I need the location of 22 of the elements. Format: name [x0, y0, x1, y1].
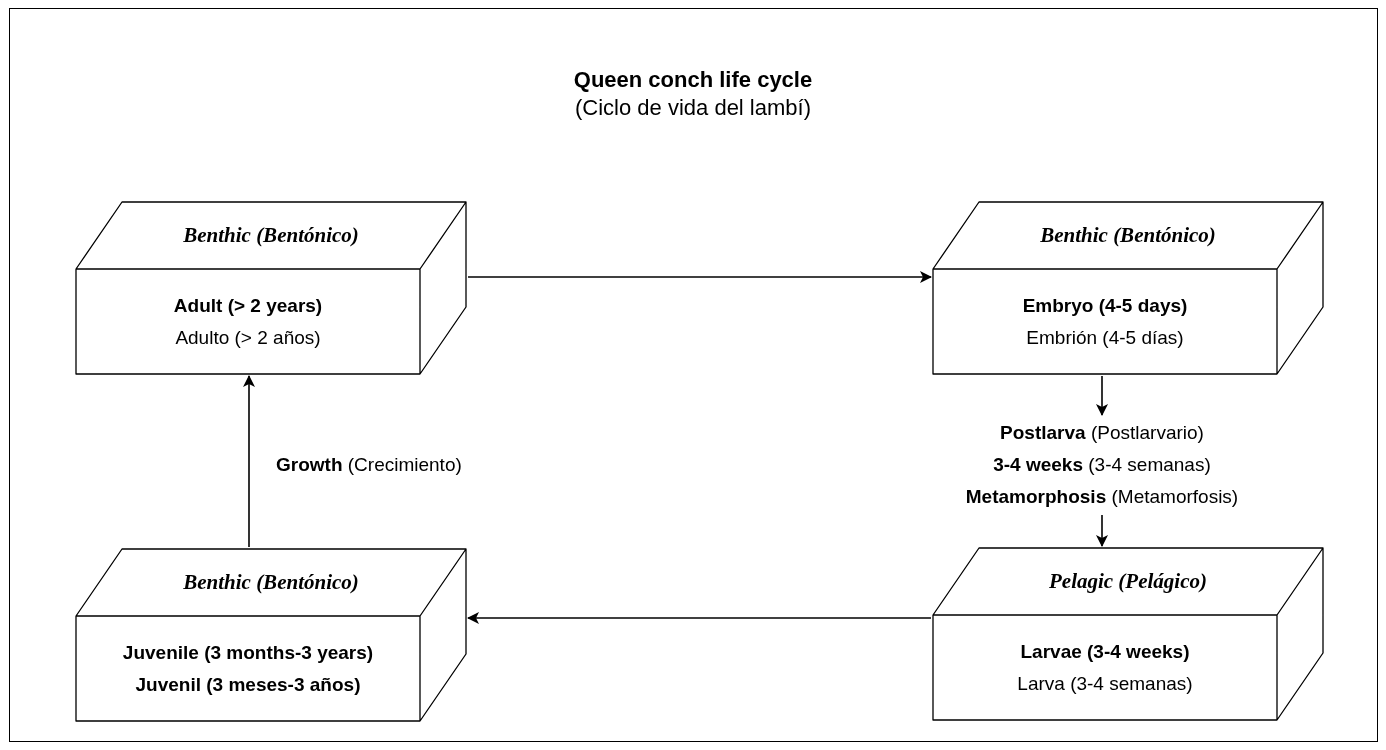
stage-text: Adult (> 2 years) — [173, 293, 323, 318]
habitat-label: Benthic (Bentónico) — [183, 568, 359, 596]
stage-text: Larvae (3-4 weeks) — [1020, 639, 1190, 664]
stage-text: Metamorphosis (Metamorfosis) — [965, 485, 1239, 509]
diagram-title: Queen conch life cycle — [573, 66, 813, 94]
arrow — [1096, 375, 1108, 416]
stage-text: Embrión (4-5 días) — [1026, 325, 1184, 350]
stage-text: 3-4 weeks (3-4 semanas) — [993, 453, 1211, 477]
stage-text: Embryo (4-5 days) — [1022, 293, 1188, 318]
arrow — [467, 271, 932, 283]
arrow — [1096, 514, 1108, 547]
habitat-label: Pelagic (Pelágico) — [1049, 567, 1207, 595]
arrow — [243, 375, 255, 548]
habitat-label: Benthic (Bentónico) — [183, 221, 359, 249]
stage-text: Adulto (> 2 años) — [175, 325, 321, 350]
stage-text: Juvenile (3 months-3 years) — [122, 640, 374, 665]
arrow — [467, 612, 932, 624]
stage-text: Larva (3-4 semanas) — [1017, 671, 1193, 696]
diagram-subtitle: (Ciclo de vida del lambí) — [575, 94, 811, 122]
habitat-label: Benthic (Bentónico) — [1040, 221, 1216, 249]
stage-text: Postlarva (Postlarvario) — [1000, 421, 1204, 445]
stage-text: Juvenil (3 meses-3 años) — [135, 672, 361, 697]
